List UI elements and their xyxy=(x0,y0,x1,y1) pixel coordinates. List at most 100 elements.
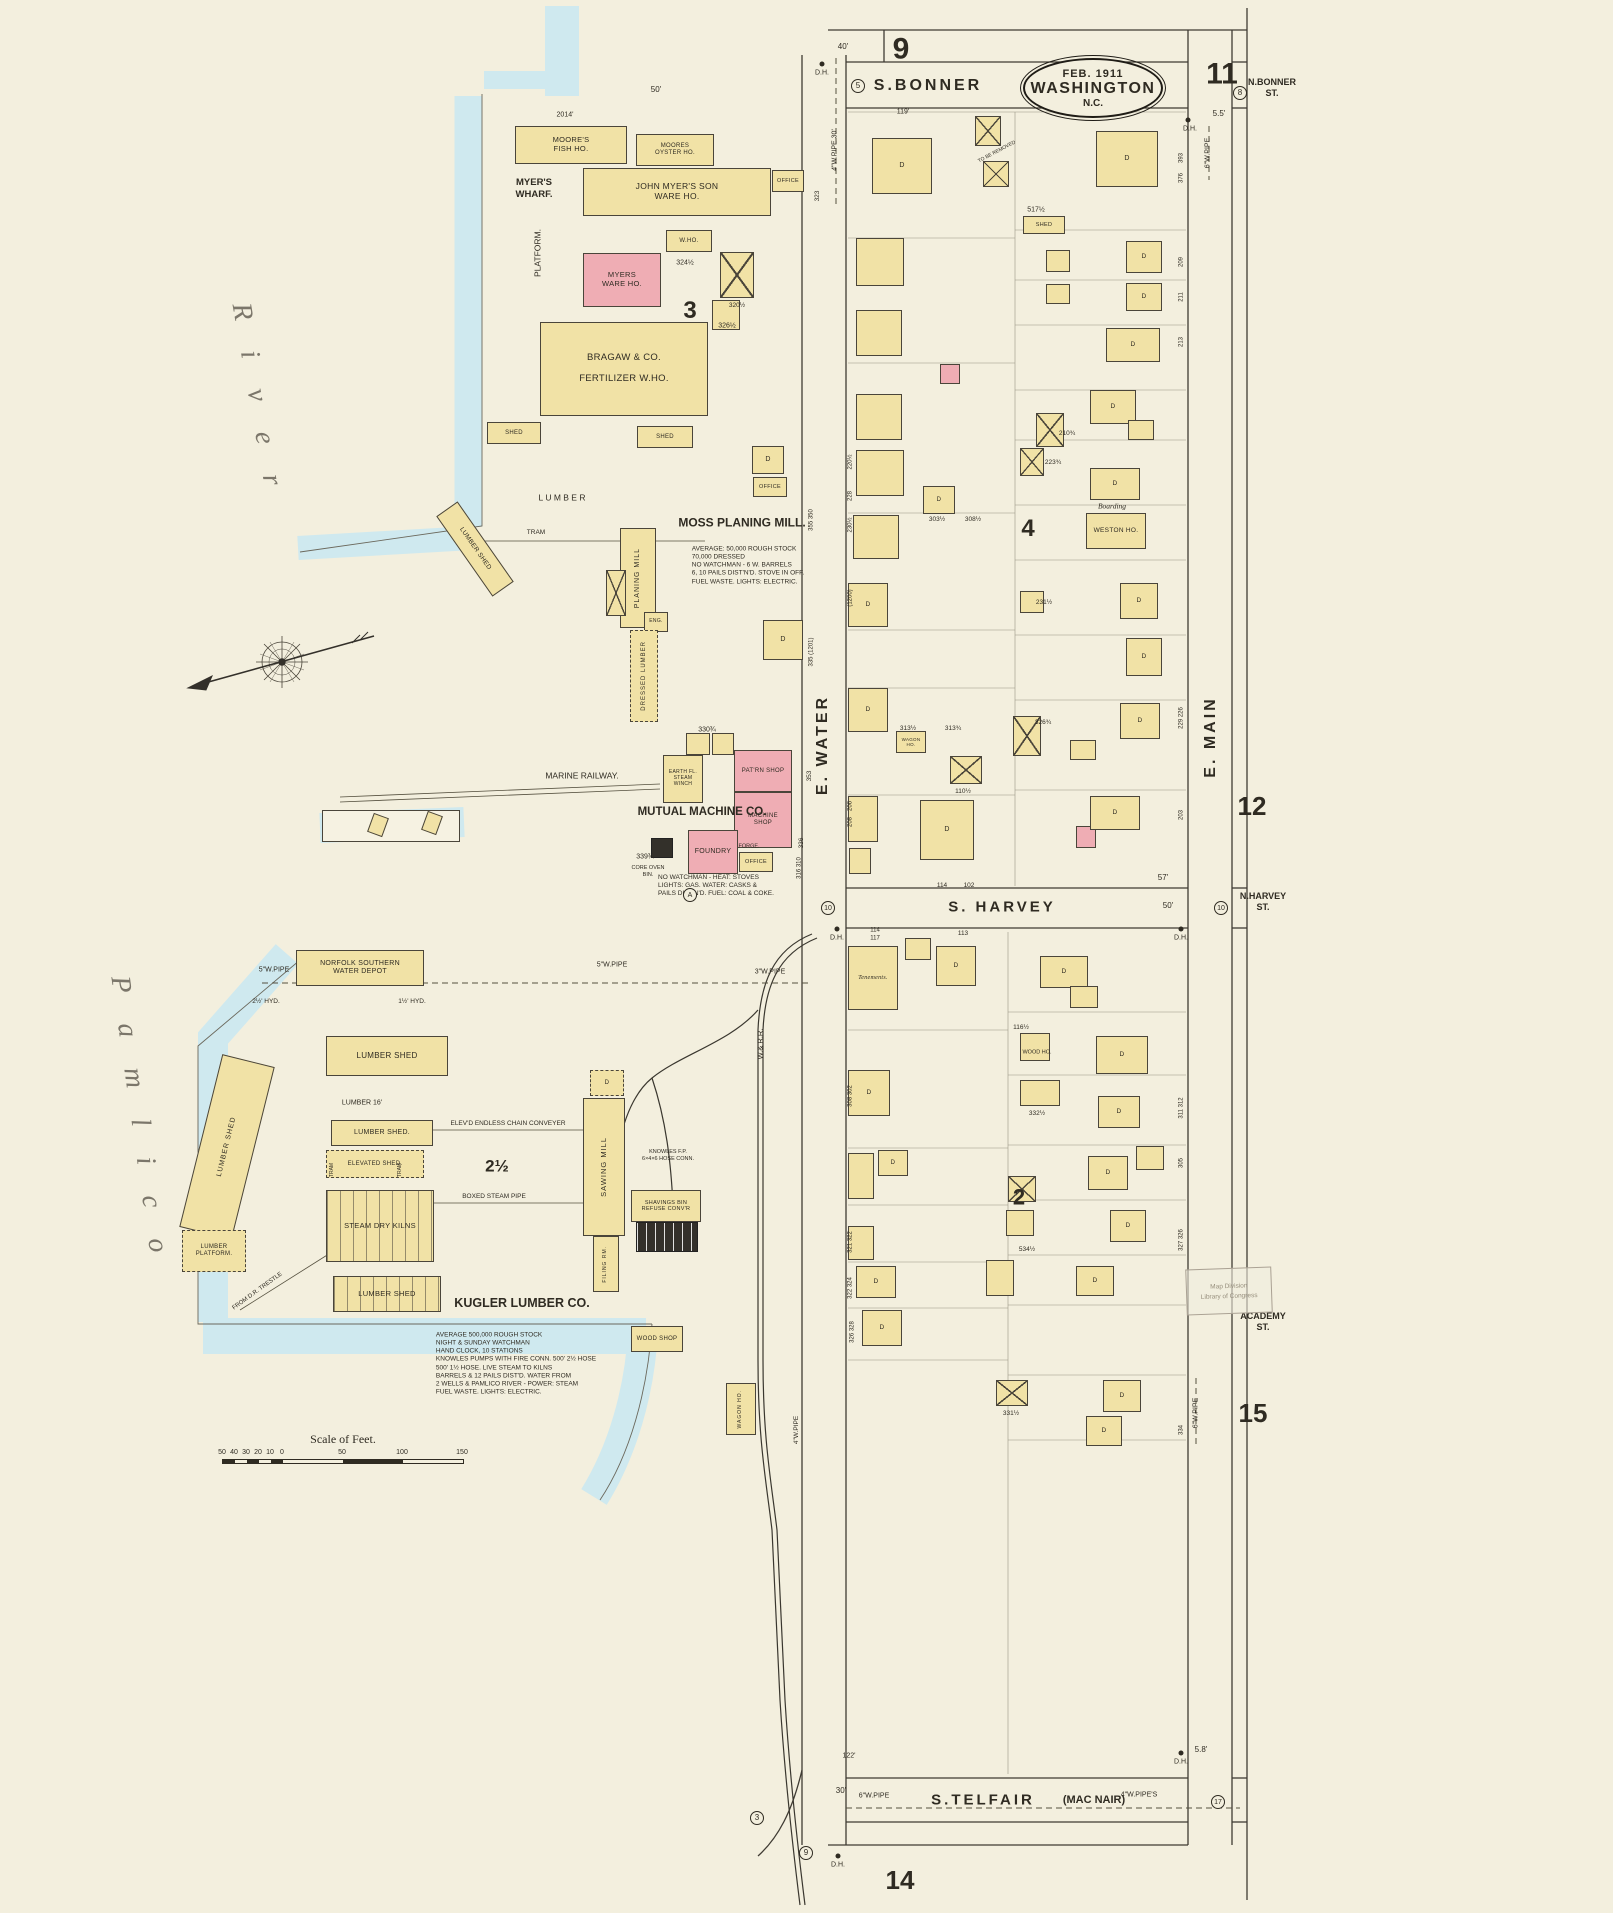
map-label: 321 322 xyxy=(847,1231,854,1253)
map-label: E. WATER xyxy=(814,694,831,796)
map-label: 113 xyxy=(957,929,969,937)
map-label: 308½ xyxy=(964,515,982,523)
map-label: D.H. xyxy=(815,69,829,77)
building-office-label: OFFICE xyxy=(777,177,799,184)
scale-title: Scale of Feet. xyxy=(310,1432,376,1446)
building: D xyxy=(848,1070,890,1116)
building xyxy=(1076,826,1096,848)
scale-tick: 30 xyxy=(242,1449,250,1456)
map-label: AVERAGE 500,000 ROUGH STOCK NIGHT & SUND… xyxy=(435,1331,597,1396)
building xyxy=(996,1380,1028,1406)
map-label: PLATFORM. xyxy=(532,228,543,278)
map-label: 15 xyxy=(1238,1397,1268,1428)
building-wood-shop: WOOD SHOP xyxy=(631,1326,683,1352)
building xyxy=(975,116,1001,146)
building-label: D xyxy=(865,706,871,714)
building xyxy=(848,1226,874,1260)
building-label: D xyxy=(1110,403,1116,411)
map-label: D.H. xyxy=(1183,125,1197,133)
building-label: D xyxy=(1141,653,1147,661)
building-shavings-bin: SHAVINGS BIN REFUSE CONV'R xyxy=(631,1190,701,1222)
building-x-structure xyxy=(720,252,754,298)
building xyxy=(848,796,878,842)
map-label: 211 xyxy=(1178,292,1185,302)
building: D xyxy=(1090,796,1140,830)
map-label: P a m l i c o xyxy=(104,973,176,1267)
map-label: AVERAGE: 50,000 ROUGH STOCK 70,000 DRESS… xyxy=(691,545,805,586)
building-lumber-platform-label: LUMBER PLATFORM. xyxy=(195,1244,233,1257)
map-label: 9 xyxy=(892,32,910,66)
map-label: 4"W.PIPE'S xyxy=(1120,1791,1158,1799)
building xyxy=(1013,716,1041,756)
scale-bar-segment xyxy=(259,1460,271,1463)
map-label: 14 xyxy=(885,1864,915,1895)
building-norfolk-southern-water-depot-label: NORFOLK SOUTHERN WATER DEPOT xyxy=(320,959,400,975)
building-label: D xyxy=(944,825,950,833)
building: WAGON HO. xyxy=(896,731,926,753)
map-title-city: WASHINGTON xyxy=(1030,79,1156,97)
map-label: 326½ xyxy=(718,322,736,330)
building-dwelling-label: D xyxy=(765,455,771,463)
scale-bar-segment xyxy=(403,1460,463,1463)
map-label: 8 xyxy=(1233,86,1247,100)
map-label: 327 326 xyxy=(1178,1229,1185,1251)
map-label: 323 xyxy=(813,190,821,202)
map-title-state: N.C. xyxy=(1083,97,1103,109)
building xyxy=(1046,250,1070,272)
building: D xyxy=(848,583,888,627)
building-label: D xyxy=(1116,1108,1122,1116)
map-label: 40' xyxy=(837,42,849,51)
building-boiler-house xyxy=(636,1222,698,1252)
building-label: D xyxy=(873,1278,879,1286)
library-stamp: Map Division Library of Congress xyxy=(1185,1266,1273,1316)
building-office: OFFICE xyxy=(772,170,804,192)
building: D xyxy=(936,946,976,986)
building-label: D xyxy=(865,601,871,609)
map-label: 5"W.PIPE xyxy=(596,961,628,969)
map-label: 303½ xyxy=(928,515,946,523)
map-label: TO BE REMOVED xyxy=(977,139,1017,165)
scale-tick: 50 xyxy=(218,1449,226,1456)
building xyxy=(1020,1080,1060,1106)
building xyxy=(1070,740,1096,760)
building-label: D xyxy=(936,496,942,503)
map-label: MYER'S WHARF. xyxy=(515,177,553,200)
building-shed: SHED xyxy=(637,426,693,448)
building-label: D xyxy=(890,1159,896,1166)
map-label: 4 xyxy=(1021,515,1035,542)
building: D xyxy=(1110,1210,1146,1242)
building-office: OFFICE xyxy=(739,852,773,872)
building: D xyxy=(1126,241,1162,273)
building xyxy=(853,515,899,559)
building xyxy=(1008,1176,1036,1202)
building-moores-fish-house-label: MOORE'S FISH HO. xyxy=(552,135,590,153)
map-label: 3"W.PIPE xyxy=(754,968,786,976)
building xyxy=(905,938,931,960)
building-lumber-shed: LUMBER SHED. xyxy=(331,1120,433,1146)
map-label: 9 xyxy=(799,1846,813,1860)
building-shed-label: SHED xyxy=(505,429,523,436)
building-office: OFFICE xyxy=(753,477,787,497)
scale-bar-segment xyxy=(283,1460,343,1463)
building-tenements: Tenements. xyxy=(848,946,898,1010)
building xyxy=(940,364,960,384)
building-pattern-shop-label: PAT'RN SHOP xyxy=(741,767,785,774)
building-steam-dry-kilns-label: STEAM DRY KILNS xyxy=(344,1220,416,1230)
map-label: 353 xyxy=(805,770,813,782)
building xyxy=(1070,986,1098,1008)
map-label: 4"W.PIPE xyxy=(792,1415,800,1445)
building: D xyxy=(1040,956,1088,988)
building-filing-room: FILING RM. xyxy=(593,1236,619,1292)
map-label: 334 xyxy=(1178,1424,1185,1436)
map-label: 114 117 xyxy=(870,927,880,942)
map-label: 5"W.PIPE xyxy=(258,966,290,974)
map-label: E. MAIN xyxy=(1202,696,1219,778)
map-label: N.HARVEY ST. xyxy=(1239,890,1287,912)
building: D xyxy=(920,800,974,860)
map-label: BOXED STEAM PIPE xyxy=(462,1192,526,1200)
map-label: TRAM xyxy=(328,1162,335,1178)
